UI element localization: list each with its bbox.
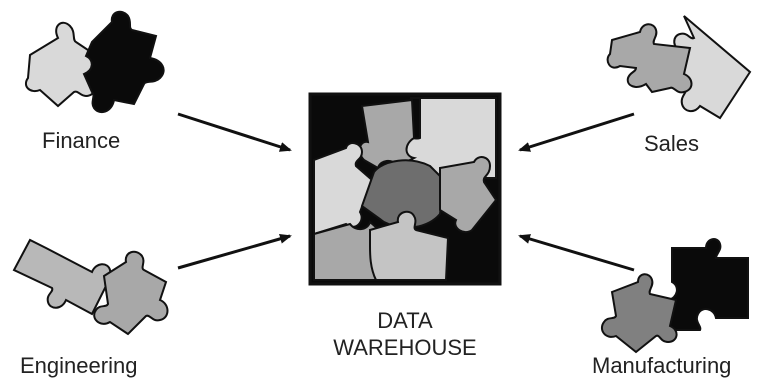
engineering-label: Engineering [20, 353, 138, 378]
engineering-puzzle-piece-mid [93, 250, 169, 336]
warehouse-label-line2: WAREHOUSE [333, 335, 477, 360]
finance-puzzle-piece-black [82, 10, 165, 114]
sales-puzzle-icon [606, 15, 752, 120]
arrow-sales-to-warehouse [518, 112, 635, 152]
arrow-finance-to-warehouse [177, 112, 292, 152]
data-warehouse-square [308, 92, 502, 286]
sales-puzzle-piece-mid [606, 23, 693, 94]
engineering-puzzle-icon [12, 238, 169, 336]
manufacturing-puzzle-piece-mid [600, 273, 678, 354]
manufacturing-puzzle-piece-black [667, 238, 749, 331]
sales-label: Sales [644, 131, 700, 156]
manufacturing-puzzle-icon [600, 238, 749, 354]
warehouse-piece-bottom-light [369, 210, 450, 281]
arrow-engineering-to-warehouse [177, 233, 292, 270]
finance-label: Finance [42, 128, 121, 153]
warehouse-piece-right-mid [439, 156, 498, 234]
warehouse-piece-top-mid [358, 98, 418, 170]
finance-puzzle-piece-light [24, 21, 102, 108]
warehouse-piece-left-light [313, 142, 374, 236]
finance-puzzle-icon [24, 10, 165, 114]
warehouse-label-line1: DATA [377, 308, 433, 333]
manufacturing-label: Manufacturing [592, 353, 732, 378]
engineering-puzzle-piece-light [12, 238, 112, 316]
arrow-manufacturing-to-warehouse [518, 234, 635, 272]
